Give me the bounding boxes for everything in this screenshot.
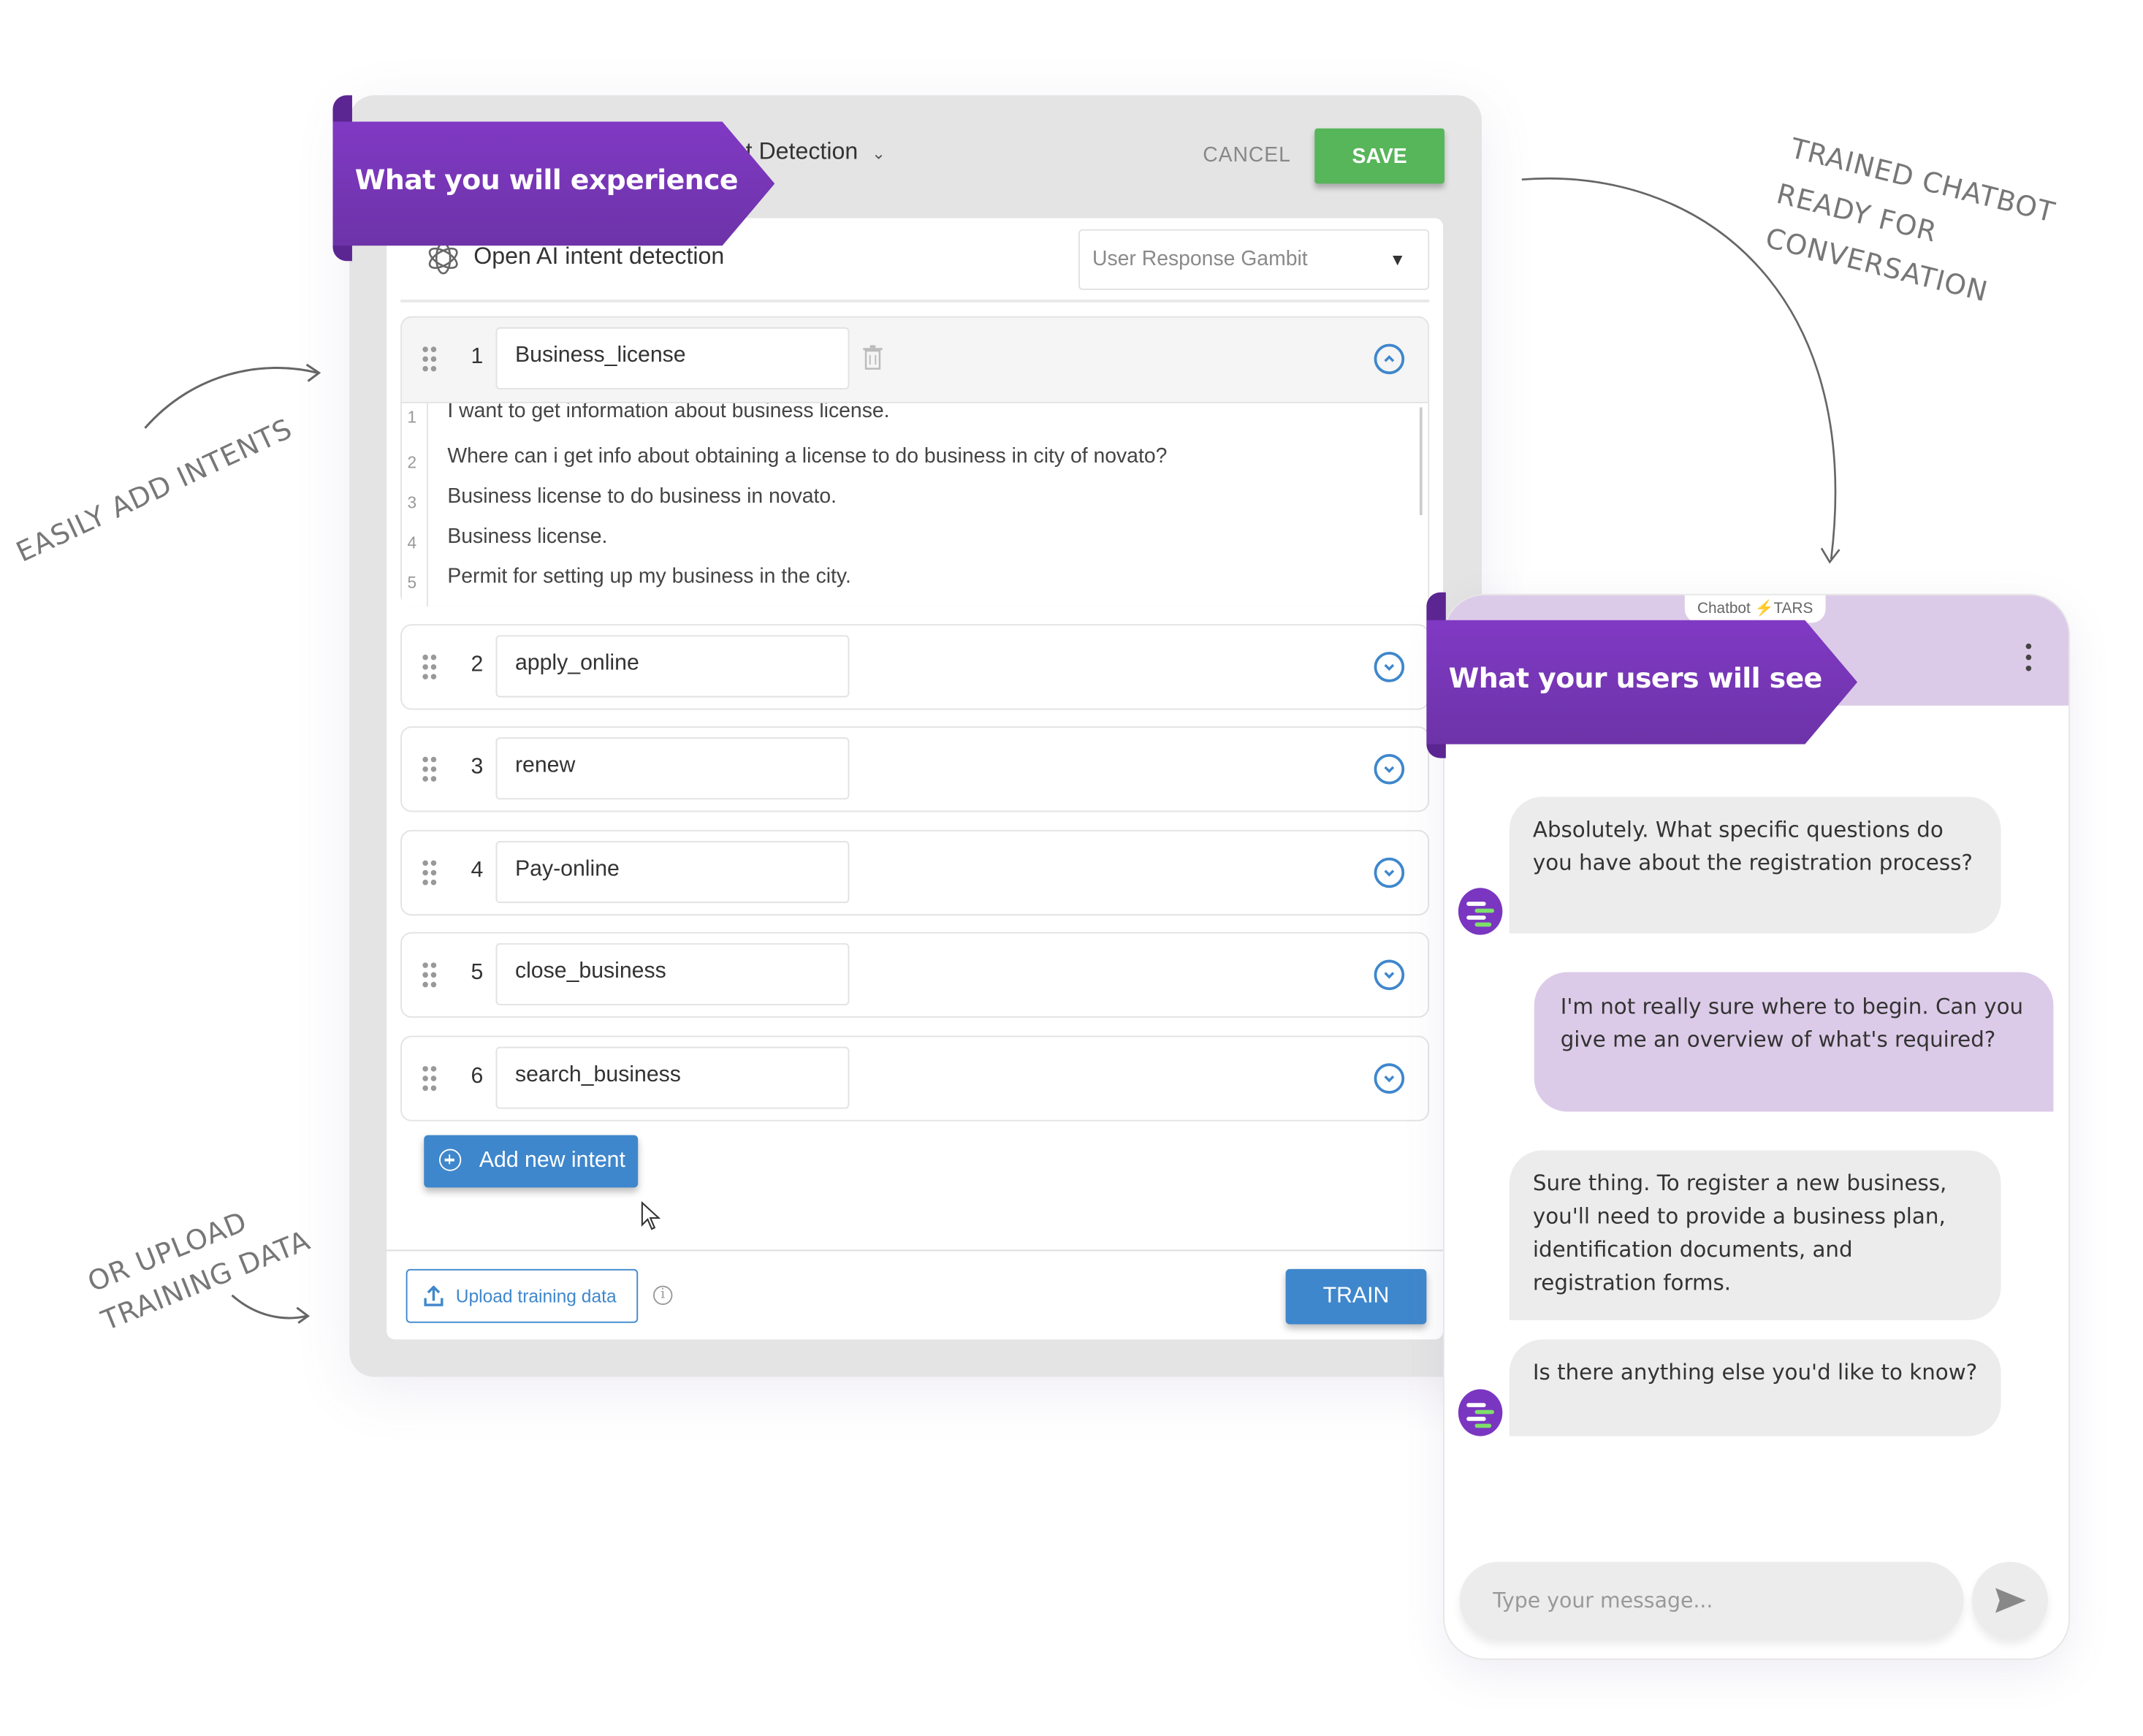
expand-toggle[interactable] [1374, 1063, 1405, 1094]
brand-right: TARS [1773, 601, 1813, 617]
utterance-text: Where can i get info about obtaining a l… [447, 444, 1168, 468]
detection-type-dropdown[interactable]: t Detection ⌄ [746, 138, 886, 166]
add-intent-button[interactable]: Add new intent [424, 1135, 639, 1188]
trash-icon[interactable] [863, 345, 883, 370]
intent-name-input[interactable]: search_business [495, 1046, 850, 1109]
upload-training-data-button[interactable]: Upload training data [406, 1268, 639, 1323]
window-title: t Detection [745, 138, 859, 164]
chevron-down-icon [1384, 972, 1395, 979]
arrow-add-intents-icon [144, 363, 321, 429]
arrow-trained-icon [1521, 178, 1841, 564]
bot-message: Is there anything else you'd like to kno… [1509, 1339, 2001, 1436]
intent-row: 5 close_business [400, 932, 1430, 1018]
intent-name-input[interactable]: close_business [495, 943, 850, 1005]
brand-left: Chatbot [1697, 601, 1751, 617]
line-number: 3 [407, 492, 417, 513]
gambit-select-value: User Response Gambit [1092, 247, 1308, 271]
intent-index: 1 [471, 345, 484, 369]
intent-row: 2 apply_online [400, 624, 1430, 710]
send-button[interactable] [1971, 1561, 2048, 1640]
info-icon[interactable]: i [652, 1285, 673, 1306]
mouse-cursor-icon [641, 1201, 661, 1230]
ribbon-text: What your users will see [1448, 661, 1823, 695]
more-options-icon[interactable] [2025, 643, 2033, 674]
line-number: 4 [407, 533, 417, 552]
chevron-down-icon [1384, 869, 1395, 877]
expand-toggle[interactable] [1374, 959, 1405, 991]
utterance-line: 3 Business license to do business in nova… [402, 484, 1428, 525]
expand-toggle[interactable] [1374, 652, 1405, 682]
bot-message: Absolutely. What specific questions do y… [1509, 796, 2001, 934]
intent-name-input[interactable]: Pay-online [495, 841, 850, 904]
chevron-up-icon [1384, 355, 1395, 362]
chat-widget [1443, 593, 2071, 1660]
bot-avatar-icon [1458, 888, 1503, 935]
send-icon [1995, 1588, 2026, 1613]
chatbot-brand-tag: Chatbot ⚡TARS [1684, 595, 1826, 623]
caret-down-icon: ▼ [1389, 250, 1407, 270]
chevron-down-icon [1384, 1076, 1395, 1083]
drag-handle-icon[interactable] [422, 654, 439, 679]
ribbon-what-your-users-will-see: What your users will see [1426, 592, 1857, 758]
utterance-text: Permit for setting up my business in the… [447, 565, 851, 589]
upload-label: Upload training data [455, 1285, 617, 1306]
drag-handle-icon[interactable] [422, 756, 439, 782]
utterance-line: 4 Business license. [402, 525, 1428, 565]
ribbon-what-you-will-experience: What you will experience [332, 95, 774, 262]
intent-row: 1 Business_license 1 I want to get inform… [400, 316, 1430, 606]
chevron-down-icon [1384, 766, 1395, 773]
user-message: I'm not really sure where to begin. Can … [1534, 972, 2054, 1112]
intent-row: 4 Pay-online [400, 829, 1430, 916]
scrollbar[interactable] [1419, 407, 1423, 515]
drag-handle-icon[interactable] [422, 962, 439, 988]
intent-row: 6 search_business [400, 1035, 1430, 1122]
collapse-toggle[interactable] [1374, 343, 1405, 375]
message-input[interactable] [1459, 1561, 1964, 1640]
intent-name-input[interactable]: apply_online [495, 635, 850, 698]
divider [400, 300, 1430, 302]
intent-index: 4 [471, 859, 484, 883]
intent-index: 2 [471, 652, 484, 677]
drag-handle-icon[interactable] [422, 346, 439, 372]
intent-name-input[interactable]: renew [495, 737, 850, 800]
utterance-line: 2 Where can i get info about obtaining a … [402, 445, 1428, 485]
intent-index: 5 [471, 961, 484, 985]
intent-index: 6 [471, 1065, 484, 1089]
train-button[interactable]: TRAIN [1285, 1268, 1427, 1325]
utterance-text: I want to get information about business… [447, 401, 890, 423]
plus-circle-icon [439, 1149, 462, 1171]
lightning-icon: ⚡ [1754, 601, 1774, 617]
openai-logo-icon [428, 242, 458, 275]
add-intent-label: Add new intent [479, 1149, 625, 1173]
chevron-down-icon [1384, 663, 1395, 671]
upload-icon [424, 1285, 444, 1306]
utterance-text: Business license. [447, 525, 608, 549]
save-button[interactable]: SAVE [1314, 128, 1444, 184]
utterance-editor[interactable]: 1 I want to get information about busines… [401, 401, 1428, 606]
ribbon-text: What you will experience [354, 163, 739, 197]
intent-row: 3 renew [400, 726, 1430, 812]
drag-handle-icon[interactable] [422, 860, 439, 886]
bot-avatar-icon [1458, 1389, 1503, 1436]
line-number: 1 [407, 407, 417, 427]
line-number: 5 [407, 573, 417, 593]
section-title: Open AI intent detection [473, 243, 725, 270]
bot-message: Sure thing. To register a new business, … [1509, 1150, 2001, 1320]
intent-index: 3 [471, 755, 484, 779]
chevron-down-icon: ⌄ [872, 143, 886, 164]
line-number: 2 [407, 452, 417, 473]
utterance-line: 5 Permit for setting up my business in th… [402, 565, 1428, 605]
utterance-line: 1 I want to get information about busines… [402, 401, 1428, 439]
arrow-upload-icon [231, 1294, 311, 1324]
gambit-select[interactable]: User Response Gambit ▼ [1078, 229, 1430, 290]
utterance-text: Business license to do business in novat… [447, 484, 837, 509]
expand-toggle[interactable] [1374, 753, 1405, 785]
expand-toggle[interactable] [1374, 857, 1405, 888]
divider [387, 1249, 1444, 1252]
line-gutter [402, 403, 428, 606]
drag-handle-icon[interactable] [422, 1066, 439, 1092]
cancel-button[interactable]: CANCEL [1203, 143, 1291, 167]
intent-name-input[interactable]: Business_license [495, 327, 850, 389]
